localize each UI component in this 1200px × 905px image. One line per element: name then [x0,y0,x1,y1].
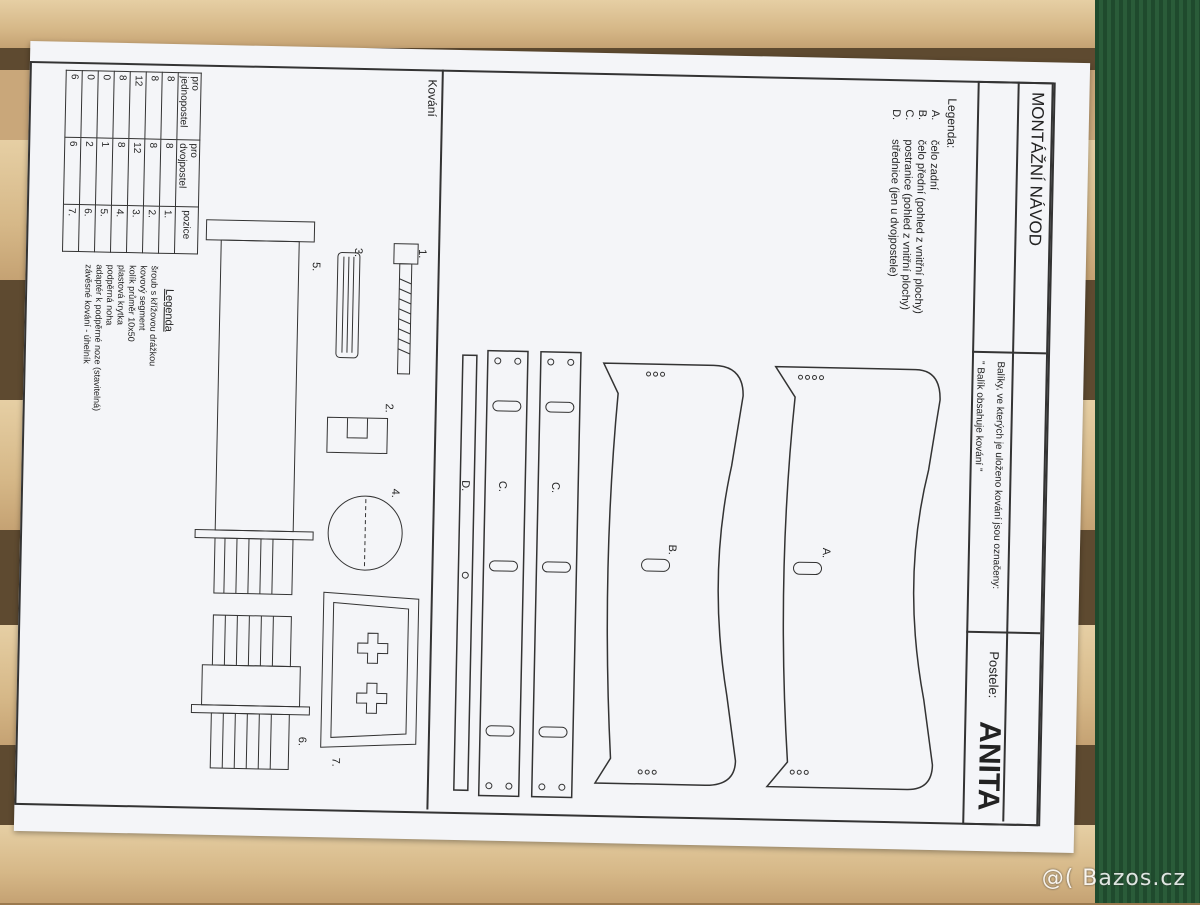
table-cell: 2 [79,137,97,205]
product-label: Postele: [985,651,1002,699]
table-cell: 12 [127,138,145,206]
hardware-5-support-leg [194,219,316,596]
table-cell: 8 [144,71,163,140]
hardware-4-number: 4. [388,488,402,499]
table-legend-title: Legenda [162,288,176,332]
part-a-label: A. [819,547,832,559]
hardware-5-number: 5. [309,261,322,272]
hardware-6-number: 6. [295,736,308,747]
table-cell: 4. [110,205,128,253]
table-legend-item: plastová krytka [115,264,127,326]
legend-key-b: B. [915,109,929,121]
legend-key-d: D. [889,109,903,121]
table-cell: 8 [143,138,161,207]
hardware-2-number: 2. [382,403,395,413]
sheet-title: MONTÁŽNÍ NÁVOD [1025,91,1048,247]
table-cell: 0 [96,70,115,139]
hardware-3-number: 3. [351,247,365,258]
table-legend-item: šroub s křížovou drážkou [147,265,160,367]
table-header: pro dvojpostel [175,139,200,208]
hardware-2-segment [326,416,389,455]
instruction-sheet: MONTÁŽNÍ NÁVOD Balíky, ve kterých je ulo… [13,40,1091,854]
product-name: ANITA [971,720,1007,811]
table-legend-item: kolík průměr 10x50 [126,265,138,342]
table-cell: 8 [159,139,177,207]
hardware-title: Kování [424,79,440,117]
part-d-label: D. [459,480,472,492]
watermark: @( Bazos.cz [1041,866,1186,891]
table-cell: 2. [142,205,160,254]
table-cell: 8 [160,72,179,140]
wooden-slat [0,0,1200,50]
hardware-7-number: 7. [329,757,342,767]
hardware-3-dowel [335,252,361,359]
table-legend-item: závěsné kování - úhelník [81,264,94,364]
table-cell: 6 [64,70,83,138]
hardware-1-number: 1. [415,249,429,259]
part-a-headboard [765,365,941,791]
green-cloth [1095,0,1200,903]
table-cell: 5. [94,204,112,253]
table-cell: 8 [111,138,129,206]
table-cell: 1. [158,206,176,254]
hardware-4-cap [327,495,403,571]
table-cell: 8 [112,71,131,139]
table-legend-item: podpěrná noha [104,264,116,326]
note-line-2: " Balík obsahuje kování " [972,360,986,472]
table-header: pozice [174,206,199,255]
table-cell: 1 [95,137,113,206]
table-cell: 12 [128,71,147,139]
part-c-siderail-2 [477,349,529,798]
part-c-siderail-1 [530,350,582,799]
table-cell: 7. [62,204,80,252]
table-legend-item: kovový segment [137,265,149,331]
legend-key-a: A. [928,109,942,121]
part-c2-label: C. [496,480,509,493]
table-header: pro jednopostel [176,72,202,141]
part-b-footboard [593,362,744,787]
legend-title: Legenda: [944,98,960,149]
part-b-label: B. [665,544,678,556]
table-cell: 3. [126,205,144,253]
legend-key-c: C. [902,109,916,121]
hardware-6-adapter [190,614,311,771]
table-cell: 6 [63,137,81,205]
table-cell: 0 [80,70,99,138]
legend-text-a: čelo zadní [927,139,941,191]
part-d-center-rail [453,354,478,792]
table-cell: 6. [78,204,96,252]
part-c1-label: C. [549,481,562,494]
hardware-1-screw [393,243,419,375]
hardware-7-bracket [320,591,420,748]
